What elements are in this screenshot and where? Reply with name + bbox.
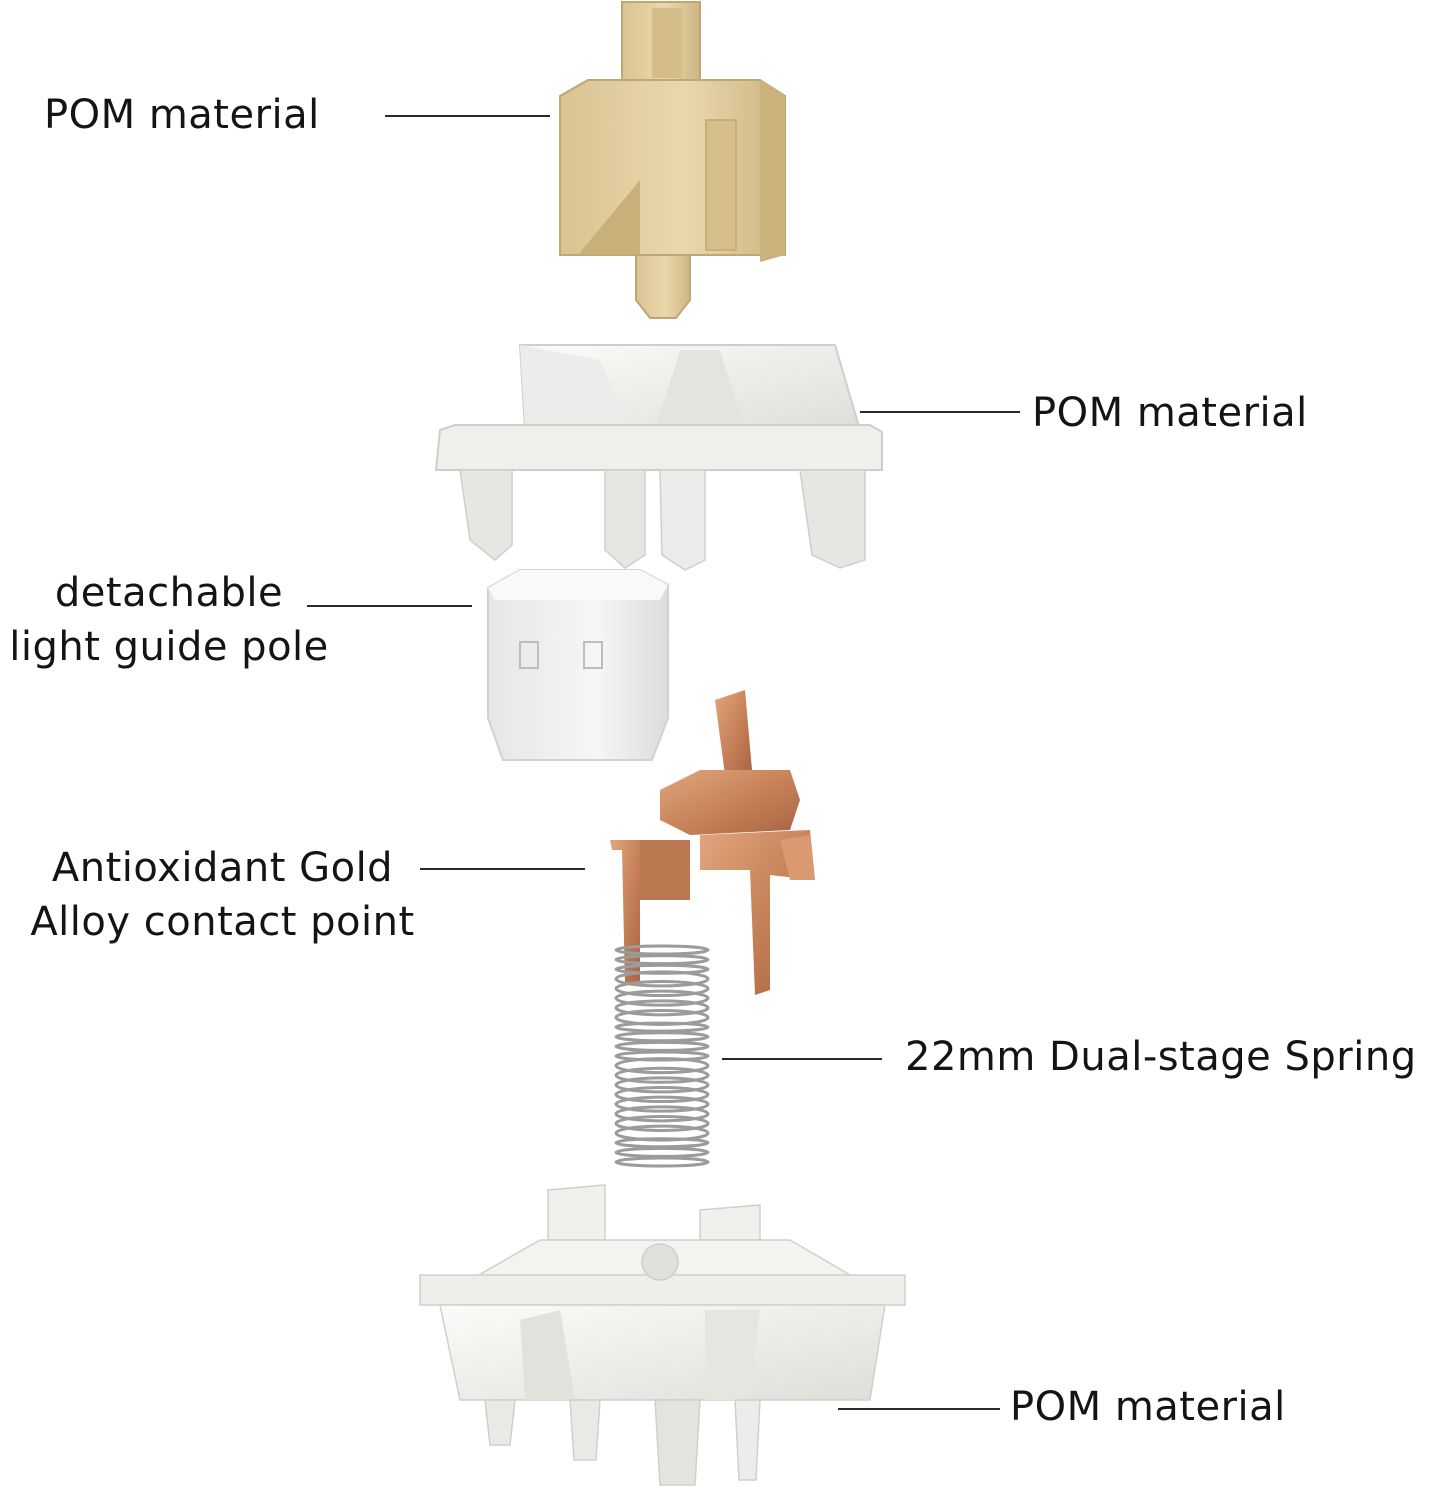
light-guide-label-line2: light guide pole bbox=[9, 624, 329, 670]
spring-coil bbox=[614, 1095, 710, 1113]
light-guide-part bbox=[487, 569, 669, 761]
stem-material-label: POM material bbox=[44, 92, 320, 138]
spring-coil bbox=[614, 1040, 710, 1052]
spring-part bbox=[614, 944, 710, 1168]
spring-coil bbox=[614, 1021, 710, 1033]
spring-coil bbox=[614, 1146, 710, 1158]
bottom-housing-part bbox=[419, 1184, 906, 1486]
bottom-housing-material-label: POM material bbox=[1010, 1384, 1286, 1430]
light-guide-leader-line bbox=[307, 605, 472, 607]
spring-coil bbox=[614, 970, 710, 988]
spring-coil bbox=[614, 1156, 710, 1168]
spring-coil bbox=[614, 1137, 710, 1149]
contact-label: Antioxidant Gold Alloy contact point bbox=[10, 841, 435, 949]
contact-label-line2: Alloy contact point bbox=[30, 899, 415, 945]
contact-leader-line bbox=[420, 868, 585, 870]
spring-label: 22mm Dual-stage Spring bbox=[905, 1034, 1417, 1080]
top-housing-material-label: POM material bbox=[1032, 390, 1308, 436]
top-housing-leader-line bbox=[860, 411, 1020, 413]
spring-coil bbox=[614, 989, 710, 1007]
spring-coil bbox=[614, 1105, 710, 1123]
spring-coil bbox=[614, 1076, 710, 1094]
spring-coil bbox=[614, 1114, 710, 1132]
contact-label-line1: Antioxidant Gold bbox=[51, 845, 394, 891]
spring-leader-line bbox=[722, 1058, 882, 1060]
spring-coil bbox=[614, 999, 710, 1017]
bottom-housing-leader-line bbox=[838, 1408, 1000, 1410]
spring-coil bbox=[614, 944, 710, 956]
spring-coil bbox=[614, 980, 710, 998]
stem-leader-line bbox=[385, 115, 550, 117]
spring-coil bbox=[614, 1066, 710, 1084]
contact-part bbox=[610, 690, 815, 995]
stem-part bbox=[559, 1, 786, 319]
spring-coil bbox=[614, 1031, 710, 1043]
light-guide-label-line1: detachable bbox=[54, 570, 284, 616]
spring-coil bbox=[614, 1057, 710, 1075]
light-guide-label: detachable light guide pole bbox=[0, 566, 338, 674]
spring-coil bbox=[614, 1086, 710, 1104]
spring-coil bbox=[614, 954, 710, 966]
top-housing-part bbox=[434, 344, 883, 571]
